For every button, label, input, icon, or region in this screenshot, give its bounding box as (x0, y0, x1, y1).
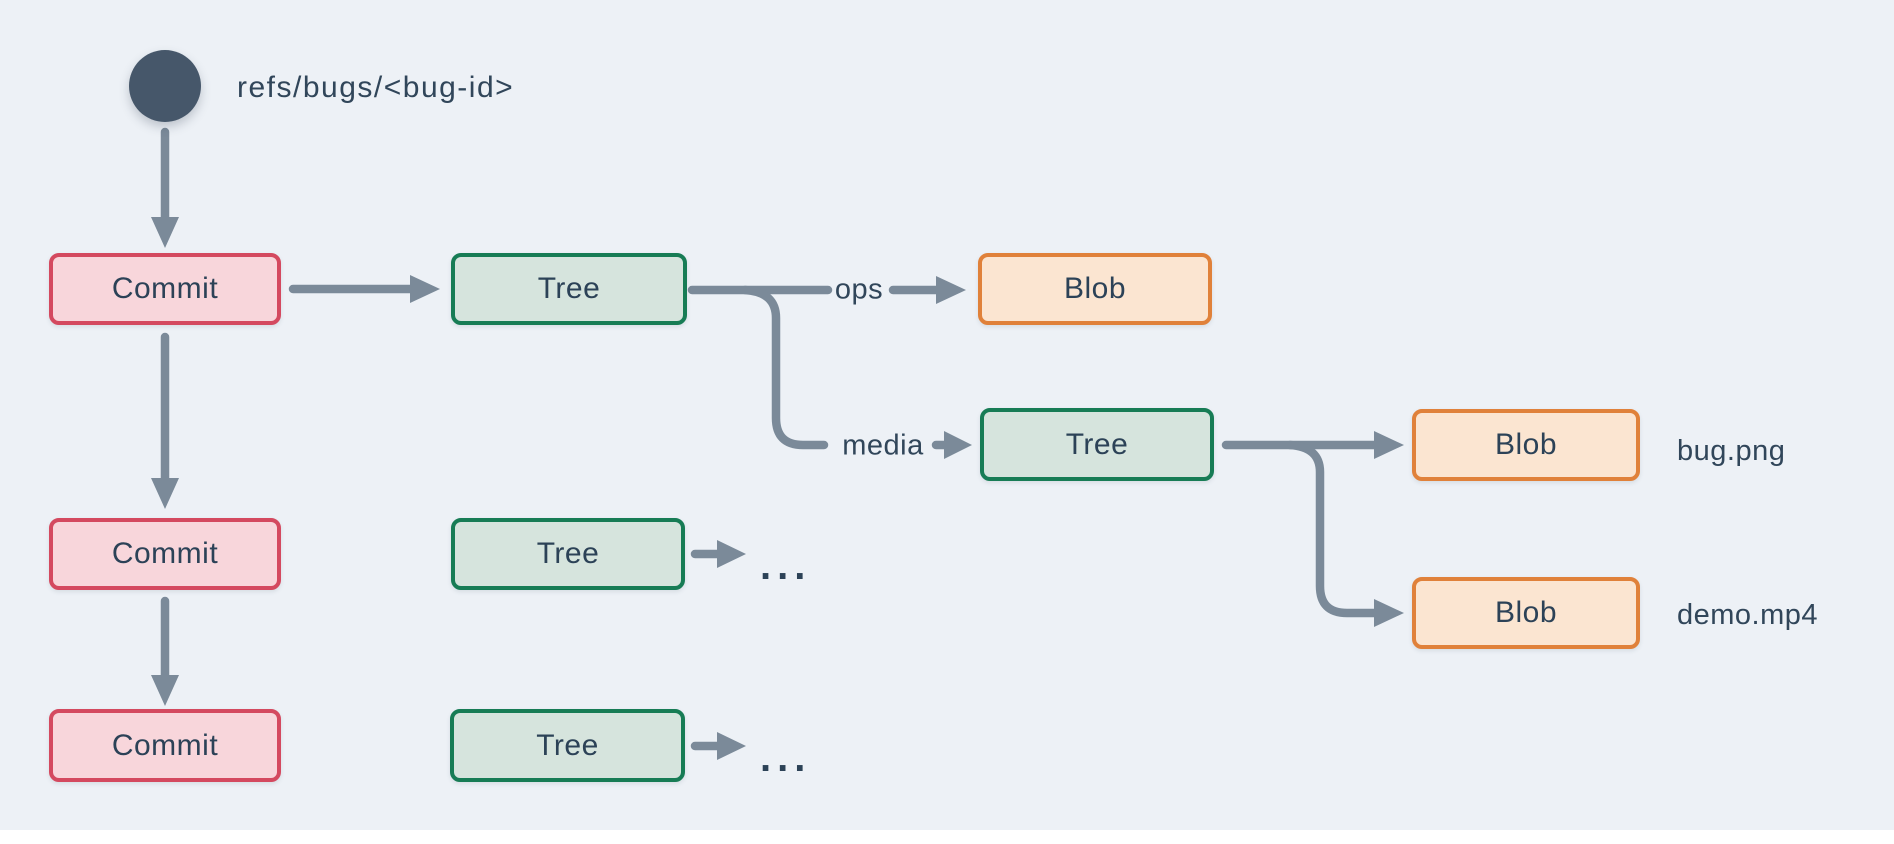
arrowhead-media-to-tree (944, 431, 972, 459)
blob-node-ops: Blob (978, 253, 1212, 325)
blob-node-demo-label: Blob (1494, 596, 1558, 629)
file-label-demo-mp4: demo.mp4 (1677, 599, 1819, 631)
commit-node-3: Commit (49, 709, 281, 782)
arrowhead-treemedia-to-blobdemo (1374, 599, 1404, 627)
arrowhead-commit2-to-commit3 (151, 675, 179, 706)
tree-node-1: Tree (451, 253, 687, 325)
arrowhead-ops-to-blob (936, 276, 966, 304)
commit-node-1: Commit (49, 253, 281, 325)
branch-treemedia-to-blobdemo (1285, 440, 1379, 618)
arrowhead-tree3-to-ellipsis (717, 732, 746, 760)
blob-node-bug: Blob (1412, 409, 1640, 481)
bottom-strip (0, 830, 1894, 844)
commit-node-2: Commit (49, 518, 281, 590)
ellipsis-row2: ... (760, 544, 812, 588)
edge-label-media: media (842, 429, 924, 462)
tree-node-row2-label: Tree (536, 537, 600, 570)
arrowhead-ref-to-commit (151, 217, 179, 248)
commit-node-1-label: Commit (111, 272, 219, 305)
tree-node-row3-label: Tree (536, 728, 599, 762)
ellipsis-row3: ... (760, 736, 812, 780)
arrowhead-commit1-to-commit2 (151, 478, 179, 509)
tree-node-media-label: Tree (1065, 427, 1129, 461)
blob-node-bug-label: Blob (1494, 428, 1558, 461)
ref-circle-icon (129, 50, 201, 122)
arrowhead-treemedia-to-blobbug (1374, 431, 1404, 459)
tree-node-1-label: Tree (537, 272, 601, 305)
ref-label: refs/bugs/<bug-id> (237, 71, 515, 104)
commit-node-2-label: Commit (111, 537, 219, 570)
blob-node-ops-label: Blob (1063, 272, 1127, 305)
commit-node-3-label: Commit (111, 728, 219, 762)
blob-node-demo: Blob (1412, 577, 1640, 649)
tree-node-row2: Tree (451, 518, 685, 590)
arrowhead-tree2-to-ellipsis (717, 540, 746, 568)
branch-tree1-to-media (740, 285, 829, 450)
edge-label-ops: ops (834, 273, 884, 306)
tree-node-row3: Tree (450, 709, 685, 782)
arrowhead-commit1-to-tree1 (410, 275, 440, 303)
tree-node-media: Tree (980, 408, 1214, 481)
file-label-bug-png: bug.png (1677, 435, 1786, 467)
